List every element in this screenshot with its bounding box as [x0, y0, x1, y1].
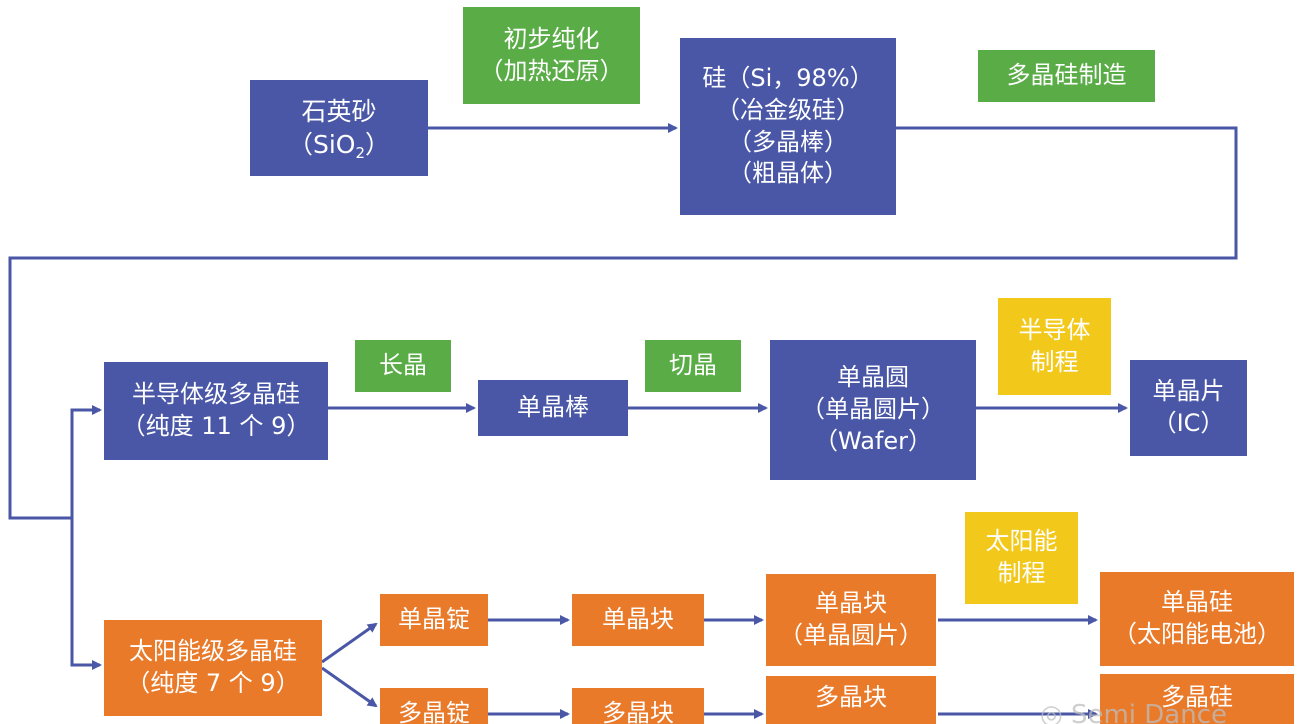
node-line: （纯度 11 个 9） — [121, 412, 311, 440]
node-line: （单晶圆片） — [779, 621, 923, 649]
node-line: 太阳能级多晶硅 — [129, 637, 297, 666]
node-semiconductor-polysilicon: 半导体级多晶硅 （纯度 11 个 9） — [104, 362, 328, 460]
node-line: 单晶块 — [815, 589, 887, 618]
label-line: 制程 — [997, 559, 1046, 587]
node-label: 石英砂 — [301, 97, 377, 126]
node-mono-ingot: 单晶锭 — [380, 594, 488, 646]
label-initial-purification: 初步纯化 （加热还原） — [463, 7, 640, 104]
arrow-branch-to-solar — [70, 518, 102, 670]
node-mono-chip: 单晶片 （IC） — [1130, 360, 1247, 456]
label-line: 太阳能 — [985, 527, 1058, 556]
label-line: 初步纯化 — [503, 24, 600, 53]
label-line: 切晶 — [669, 351, 717, 380]
wechat-icon: ◎ — [1040, 700, 1071, 724]
node-line: 单晶棒 — [517, 393, 589, 422]
node-line: （太阳能电池） — [1113, 620, 1281, 648]
node-mono-block-wafer: 单晶块 （单晶圆片） — [766, 574, 936, 666]
connector-si-to-branch — [8, 126, 1238, 520]
node-mono-rod: 单晶棒 — [478, 380, 628, 436]
watermark-text: Semi Dance — [1070, 700, 1227, 724]
node-line: 单晶片 — [1152, 377, 1225, 406]
label-line: 半导体 — [1018, 315, 1091, 344]
node-poly-block-2: 多晶块 — [766, 676, 936, 724]
label-line: 长晶 — [379, 351, 427, 380]
arrow-solar-to-poly-ingot — [321, 666, 378, 708]
node-line: 硅（Si，98%） — [702, 64, 874, 93]
node-line: 单晶块 — [602, 605, 674, 634]
label-solar-process: 太阳能 制程 — [965, 512, 1078, 604]
label-crystal-cutting: 切晶 — [645, 340, 741, 392]
node-solar-polysilicon: 太阳能级多晶硅 （纯度 7 个 9） — [104, 620, 322, 716]
label-line: 多晶硅制造 — [1006, 61, 1127, 90]
node-poly-silicon: 多晶硅 — [1100, 674, 1294, 724]
label-line: 制程 — [1030, 347, 1079, 376]
node-line: 多晶块 — [602, 699, 674, 724]
node-line: 多晶块 — [815, 683, 887, 711]
node-line: （多晶棒） — [728, 127, 848, 156]
node-line: 单晶圆 — [837, 363, 909, 392]
node-line: 单晶硅 — [1161, 588, 1233, 617]
arrow-solar-to-mono-ingot — [321, 622, 378, 664]
node-poly-block: 多晶块 — [572, 688, 704, 724]
arrow-branch-to-semiconductor — [70, 405, 102, 518]
node-quartz-sand: 石英砂 （SiO2） — [250, 80, 428, 176]
watermark: ◎ Semi Dance — [1040, 700, 1227, 724]
node-line: 半导体级多晶硅 — [132, 380, 300, 409]
node-poly-ingot: 多晶锭 — [380, 688, 488, 724]
node-metallurgical-silicon: 硅（Si，98%） （冶金级硅） （多晶棒） （粗晶体） — [680, 38, 896, 215]
node-formula: （SiO2） — [287, 130, 391, 162]
label-polysilicon-manufacture: 多晶硅制造 — [978, 50, 1155, 102]
node-line: （冶金级硅） — [716, 95, 860, 124]
node-mono-block: 单晶块 — [572, 594, 704, 646]
node-line: （单晶圆片） — [801, 395, 945, 424]
node-wafer: 单晶圆 （单晶圆片） （Wafer） — [770, 340, 976, 480]
node-line: 单晶锭 — [398, 605, 470, 634]
label-crystal-growth: 长晶 — [355, 340, 451, 392]
node-mono-silicon-cell: 单晶硅 （太阳能电池） — [1100, 572, 1294, 666]
node-line: 多晶锭 — [398, 699, 470, 724]
label-line: （加热还原） — [479, 56, 624, 85]
node-line: 多晶硅 — [1161, 683, 1233, 711]
node-line: （Wafer） — [814, 426, 932, 455]
node-line: （纯度 7 个 9） — [126, 669, 300, 697]
node-line: （粗晶体） — [728, 159, 848, 188]
label-semiconductor-process: 半导体 制程 — [998, 298, 1111, 395]
node-line: （IC） — [1152, 409, 1225, 437]
